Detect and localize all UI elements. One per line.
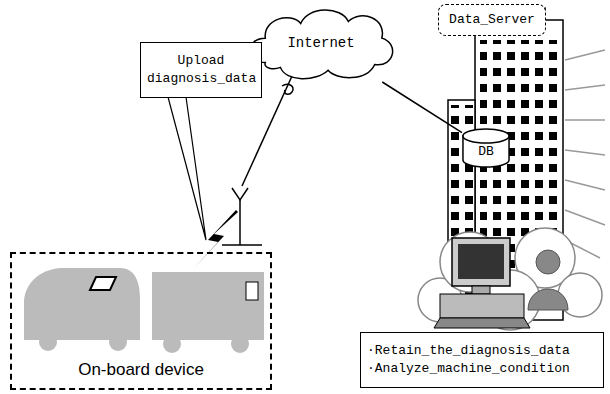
node-text: Data_Server: [449, 11, 535, 29]
function-box: ·Retain_the_diagnosis_data·Analyze_machi…: [360, 332, 604, 388]
node-text: DB: [478, 143, 494, 161]
device-group: On-board device: [10, 252, 272, 390]
vehicles: [24, 268, 264, 353]
server-label: Data_Server: [438, 4, 546, 36]
computer: [434, 238, 530, 328]
node-text: ·Retain_the_diagnosis_data: [367, 342, 570, 360]
node-text: ·Analyze_machine_condition: [367, 360, 570, 378]
cloud-node: Internet: [245, 4, 397, 82]
database-cylinder: DB: [462, 128, 510, 168]
antenna: [222, 76, 293, 245]
building: [448, 8, 563, 320]
callout-tail: [168, 97, 206, 240]
person: [528, 250, 568, 310]
shrubs: [418, 228, 602, 330]
node-text: Internet: [287, 34, 354, 53]
network-link: [382, 82, 462, 133]
node-text: Upload diagnosis_data: [147, 52, 255, 87]
node-text: On-board device: [78, 359, 204, 382]
callout-box: Upload diagnosis_data: [140, 42, 262, 98]
